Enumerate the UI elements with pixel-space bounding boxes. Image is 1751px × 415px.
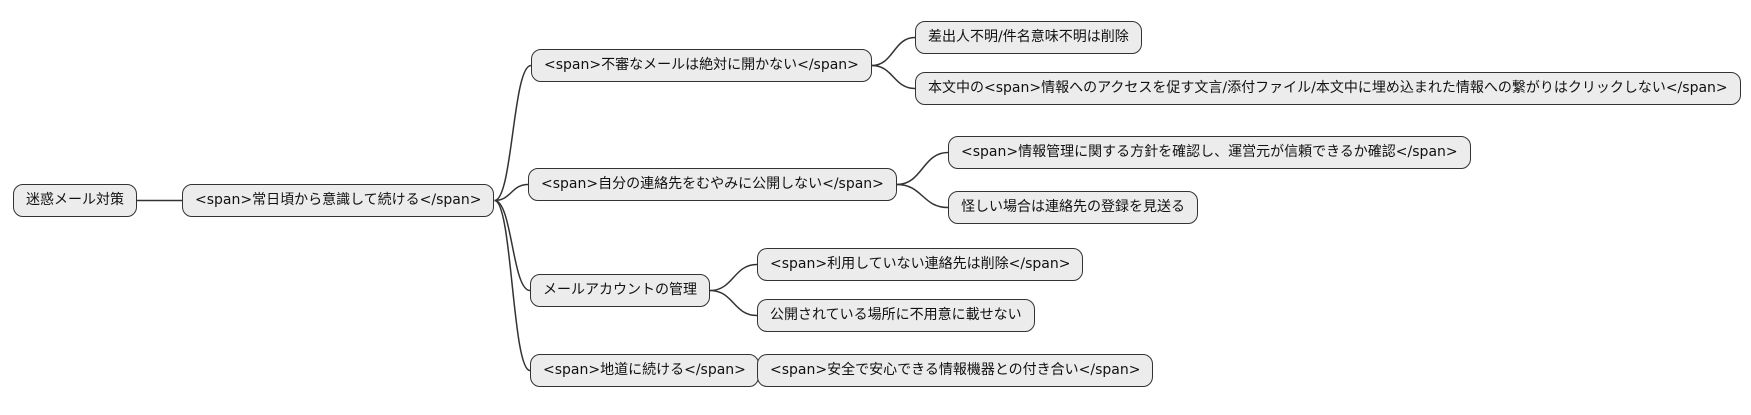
connector-edge [494,199,531,292]
mindmap-node-branch-suspicious-mail: <span>不審なメールは絶対に開かない</span> [531,49,872,82]
node-label: メールアカウントの管理 [543,282,697,298]
node-label: <span>情報管理に関する方針を確認し、運営元が信頼できるか確認</span> [961,144,1458,160]
node-label: 迷惑メール対策 [26,192,124,208]
mindmap-node-skip-registration: 怪しい場合は連絡先の登録を見送る [948,191,1198,224]
connector-edge [709,263,758,292]
node-label: <span>不審なメールは絶対に開かない</span> [544,57,859,73]
node-label: <span>地道に続ける</span> [543,362,746,378]
mindmap-node-delete-unused-contacts: <span>利用していない連絡先は削除</span> [757,248,1084,281]
node-label: <span>安全で安心できる情報機器との付き合い</span> [770,362,1141,378]
connector-edge [871,64,916,90]
mindmap-node-branch-keep-steady: <span>地道に続ける</span> [530,354,759,387]
mindmap-node-branch-account-management: メールアカウントの管理 [530,274,710,307]
node-label: 公開されている場所に不用意に載せない [770,307,1022,323]
node-label: 差出人不明/件名意味不明は削除 [928,29,1129,45]
node-label: 怪しい場合は連絡先の登録を見送る [961,199,1185,215]
node-label: 本文中の<span>情報へのアクセスを促す文言/添付ファイル/本文中に埋め込まれ… [928,80,1728,96]
connector-edge [709,289,758,317]
mindmap-node-root: 迷惑メール対策 [13,184,137,217]
mindmap-node-level1: <span>常日頃から意識して続ける</span> [182,184,495,217]
mindmap-node-dont-click-links: 本文中の<span>情報へのアクセスを促す文言/添付ファイル/本文中に埋め込まれ… [915,72,1741,105]
connector-edge [494,199,531,372]
node-label: <span>常日頃から意識して続ける</span> [195,192,482,208]
node-label: <span>自分の連絡先をむやみに公開しない</span> [541,176,884,192]
mindmap-node-safe-device-relationship: <span>安全で安心できる情報機器との付き合い</span> [757,354,1154,387]
mindmap-node-dont-post-publicly: 公開されている場所に不用意に載せない [757,299,1035,332]
connector-edge [494,183,529,202]
connector-edge [896,151,949,186]
connector-edge [896,183,949,209]
mindmap-node-branch-contact-privacy: <span>自分の連絡先をむやみに公開しない</span> [528,168,897,201]
mindmap-node-delete-unknown-sender: 差出人不明/件名意味不明は削除 [915,21,1142,54]
connector-edge [871,36,916,67]
connector-edge [494,64,532,202]
mindmap-node-check-policy: <span>情報管理に関する方針を確認し、運営元が信頼できるか確認</span> [948,136,1471,169]
node-label: <span>利用していない連絡先は削除</span> [770,256,1071,272]
